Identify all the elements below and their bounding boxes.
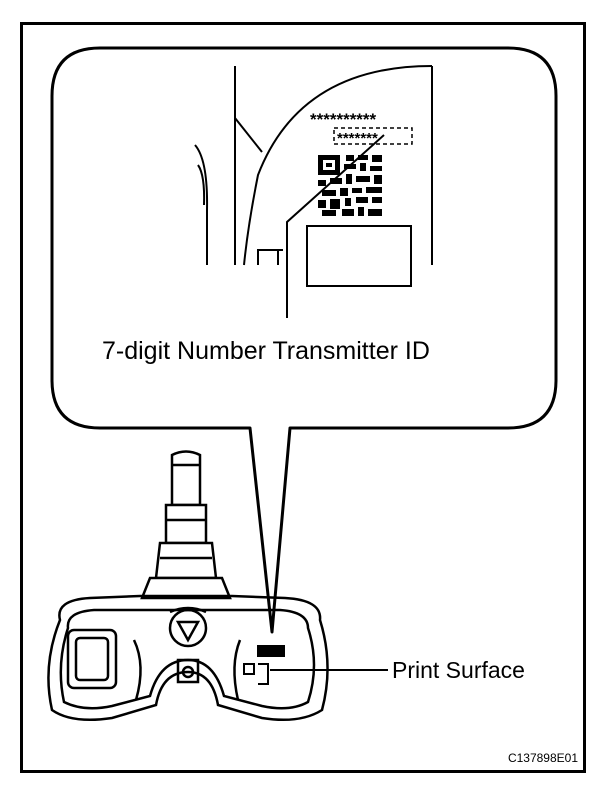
- tpms-sensor-icon: [47, 594, 329, 721]
- figure-code: C137898E01: [508, 751, 578, 765]
- code-bottom-line: *******: [337, 130, 378, 147]
- figure-frame: [20, 22, 586, 773]
- code-top-line: **********: [310, 110, 377, 129]
- callout-bubble: [50, 46, 558, 634]
- callout-label: 7-digit Number Transmitter ID: [102, 337, 430, 365]
- print-surface-label: Print Surface: [392, 657, 525, 683]
- id-leader-line: [286, 134, 385, 318]
- valve-stem-icon: [140, 450, 232, 600]
- qr-code-icon: [318, 155, 382, 216]
- magnified-sensor-view: [194, 65, 433, 287]
- print-surface-marker: [243, 645, 285, 685]
